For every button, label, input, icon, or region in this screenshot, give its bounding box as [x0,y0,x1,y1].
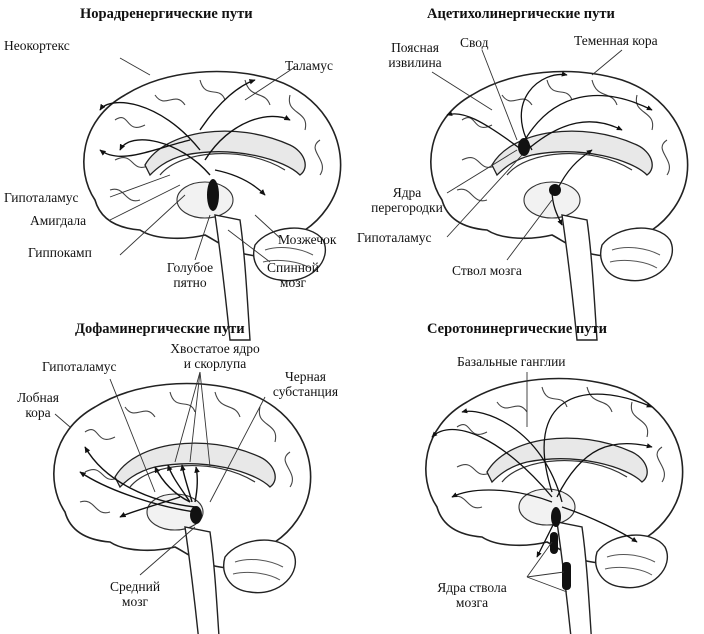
label-frontal-cortex: Лобная кора [17,390,59,420]
label-cingulate-gyrus: Поясная извилина [388,40,442,70]
label-substantia-nigra: Черная субстанция [272,369,339,399]
label-hypothalamus: Гипоталамус [357,230,432,245]
label-parietal-cortex: Теменная кора [574,33,658,48]
label-hippocampus: Гиппокамп [28,245,92,260]
brain-diagram [83,57,342,341]
brain-diagram [53,371,312,634]
brain-diagram [425,372,684,634]
panel-title: Норадренергические пути [80,6,253,22]
panel-title: Дофаминергические пути [75,321,245,337]
label-amygdala: Амигдала [30,213,87,228]
label-thalamus: Таламус [285,58,334,73]
brain-diagram [430,49,689,341]
label-locus-coeruleus: Голубое пятно [166,260,214,290]
panel-cholinergic: Ацетихолинергические пути Поясная извили… [352,0,704,341]
label-neocortex: Неокортекс [4,38,70,53]
panel-serotonergic: Серотонинергические пути Базальные гангл… [352,317,704,634]
label-cerebellum: Мозжечок [278,232,337,247]
panel-noradrenergic: Норадренергические пути Неокортекс Талам… [0,0,352,341]
panel-title: Серотонинергические пути [427,321,607,337]
label-hypothalamus: Гипоталамус [42,359,117,374]
label-septal-nuclei: Ядра перегородки [371,185,443,215]
label-brainstem: Ствол мозга [452,263,522,278]
label-spinal-cord: Спинной мозг [267,260,319,290]
panel-dopaminergic: Дофаминергические пути Гипоталамус Хвост… [0,317,352,634]
label-hypothalamus: Гипоталамус [4,190,79,205]
label-fornix: Свод [460,35,489,50]
panel-title: Ацетихолинергические пути [427,6,615,22]
label-caudate-putamen: Хвостатое ядро и скорлупа [170,341,260,371]
label-brainstem-nuclei: Ядра ствола мозга [437,580,507,610]
label-midbrain: Средний мозг [109,579,161,609]
label-basal-ganglia: Базальные ганглии [457,354,566,369]
